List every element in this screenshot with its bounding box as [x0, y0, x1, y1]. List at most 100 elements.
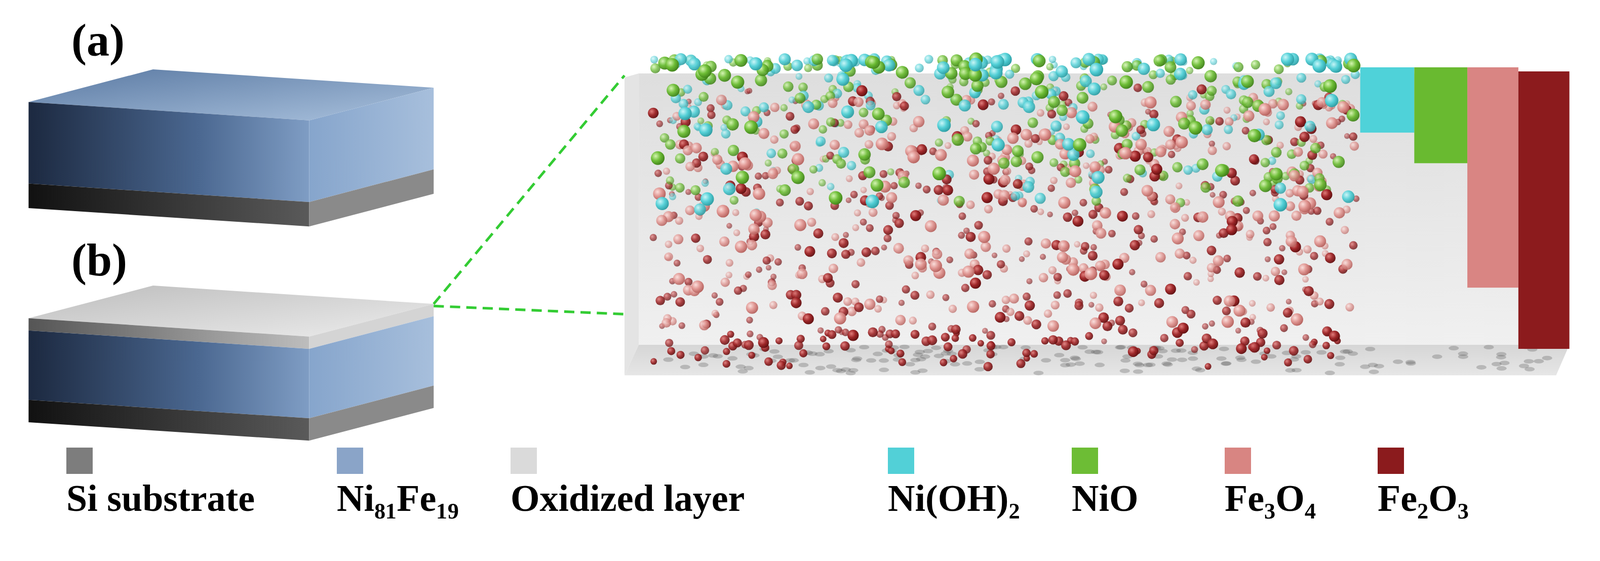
particle [1073, 241, 1081, 248]
particle-shadow [1483, 344, 1494, 350]
particle [1135, 138, 1148, 151]
particle [1084, 332, 1094, 341]
particle [1196, 211, 1208, 223]
particle [1259, 179, 1272, 192]
particle [1193, 279, 1200, 286]
particle [1001, 295, 1011, 305]
particle [1140, 280, 1148, 288]
particle [1224, 117, 1234, 127]
particle [1120, 187, 1129, 197]
particle [968, 57, 983, 72]
particle [879, 170, 888, 179]
particle [1119, 75, 1134, 90]
particle [1039, 253, 1046, 260]
particle [1207, 145, 1217, 155]
particle [698, 151, 709, 162]
particle [1196, 84, 1207, 95]
particle [839, 58, 853, 73]
particle [994, 311, 1006, 323]
particle [842, 231, 849, 239]
particle [1249, 341, 1260, 353]
particle [1047, 320, 1060, 333]
particle-shadow [1533, 359, 1544, 364]
particle [684, 278, 693, 287]
particle [1309, 251, 1318, 260]
particle [776, 361, 786, 371]
particle [1252, 210, 1264, 222]
particle [914, 63, 924, 73]
particle [946, 256, 954, 264]
particle [1247, 129, 1262, 143]
particle [860, 186, 868, 194]
particle [1014, 310, 1025, 322]
particle-shadow [1094, 362, 1105, 368]
particle-shadow [814, 352, 825, 357]
particle [1155, 252, 1166, 263]
particle [673, 272, 685, 285]
particle [1349, 241, 1358, 250]
particle [969, 142, 982, 155]
particle [764, 357, 773, 367]
particle-shadow [1070, 356, 1081, 362]
particle [1095, 260, 1106, 272]
particle [1322, 341, 1331, 350]
particle [1046, 211, 1053, 218]
particle [700, 346, 710, 356]
particle [864, 139, 874, 149]
particle [881, 244, 888, 251]
particle [725, 271, 733, 279]
particle [1034, 85, 1049, 99]
particle [1268, 210, 1280, 222]
particle [1283, 358, 1293, 367]
particle [1142, 81, 1154, 93]
substrate-front [28, 400, 309, 442]
particle [1057, 251, 1069, 263]
particle [1128, 328, 1138, 338]
particle [726, 222, 732, 229]
particle [834, 312, 847, 325]
particle [846, 161, 857, 171]
particle [698, 92, 709, 103]
particle [1308, 340, 1317, 349]
particle [1260, 158, 1271, 168]
particle [1070, 337, 1079, 346]
particle [1010, 86, 1021, 97]
particle [1163, 126, 1175, 137]
particle [913, 115, 925, 128]
particle [1262, 226, 1271, 235]
particle [1332, 155, 1345, 169]
particle [726, 118, 739, 131]
particle [858, 107, 869, 118]
particle [1047, 109, 1057, 119]
particle [887, 132, 897, 142]
particle [823, 272, 833, 283]
particle [1181, 214, 1189, 222]
particle [853, 97, 864, 108]
particle [911, 271, 919, 280]
particle [957, 349, 968, 360]
particle-shadow [1133, 369, 1144, 374]
particle [924, 54, 933, 64]
particle [788, 96, 796, 104]
particle [735, 170, 750, 184]
particle [749, 57, 763, 71]
particle [1038, 128, 1052, 141]
particle [749, 209, 762, 222]
particle [951, 133, 964, 146]
particle [951, 324, 961, 335]
particle [1285, 298, 1292, 305]
particle [791, 59, 803, 72]
particle [1263, 118, 1271, 126]
particle [799, 349, 808, 358]
particle [981, 191, 993, 204]
particle [1088, 209, 1098, 219]
particle [983, 362, 993, 372]
particle [962, 265, 975, 279]
particle [1169, 95, 1182, 108]
particle [1240, 74, 1254, 88]
particle [1060, 166, 1071, 177]
particle [1038, 272, 1049, 283]
particle [828, 263, 839, 274]
particle [794, 219, 807, 232]
particle [746, 88, 753, 95]
